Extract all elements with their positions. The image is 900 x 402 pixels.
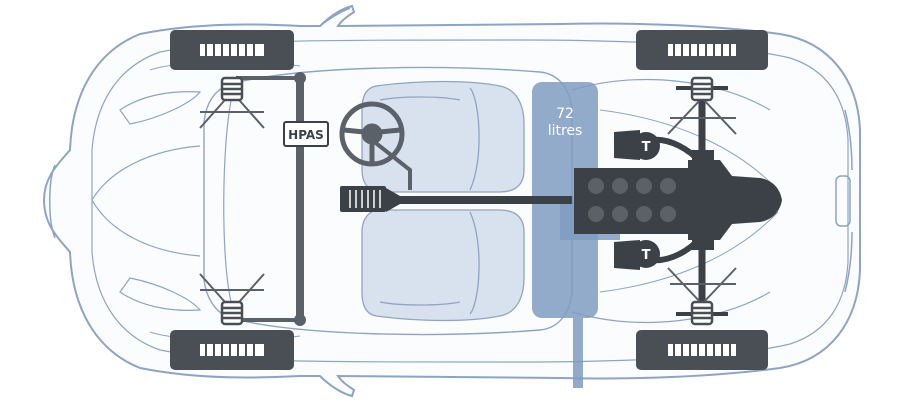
rear-deck-line-b (571, 291, 771, 323)
rear-deck-line-a (571, 79, 771, 111)
mirror-top (319, 7, 351, 27)
side-intake-top (119, 91, 202, 125)
wheel-rear-left (636, 30, 768, 70)
gear-selector-ribs (349, 190, 381, 208)
center-tunnel-shaft (532, 196, 572, 204)
coil-spring-icon (220, 300, 244, 326)
front-bumper (49, 164, 56, 239)
hpas-box (283, 121, 329, 147)
driveline (340, 186, 572, 212)
coil-spring-icon (690, 300, 714, 326)
turbo-label-bottom: T (642, 248, 651, 263)
engine-cylinders (588, 178, 676, 222)
windscreen-line (223, 95, 233, 307)
fuel-filler-pipe (573, 318, 583, 388)
gear-selector (340, 186, 386, 212)
propshaft-flare (386, 188, 400, 212)
seats (361, 80, 525, 322)
rear-light-bottom (844, 231, 853, 293)
rear-light-top (844, 109, 853, 171)
seat-left (361, 80, 525, 193)
turbo-top: T (614, 130, 703, 165)
steering-wheel-icon (339, 101, 405, 167)
steering-rack (296, 76, 304, 324)
coil-spring-icon (220, 76, 244, 102)
rear-vent (835, 175, 851, 227)
wheel-rear-right (636, 330, 768, 370)
engine (574, 150, 782, 250)
fuel-capacity-unit: litres (548, 123, 583, 139)
wheel-front-right (170, 330, 294, 370)
steering-system: HPAS (236, 72, 412, 326)
turbo-bottom: T (614, 235, 703, 270)
coil-spring-icon (690, 76, 714, 102)
steering-column (370, 138, 412, 190)
fuel-capacity-value: 72 (556, 106, 574, 122)
engine-block (574, 168, 688, 234)
front-nose-line (91, 145, 201, 257)
transmission-upper (692, 150, 714, 250)
turbo-label-top: T (642, 140, 651, 155)
side-intake-bottom (119, 277, 202, 311)
wheel-front-left (170, 30, 294, 70)
hpas-label: HPAS (288, 128, 324, 142)
propshaft (386, 196, 536, 204)
seat-right (361, 209, 525, 322)
